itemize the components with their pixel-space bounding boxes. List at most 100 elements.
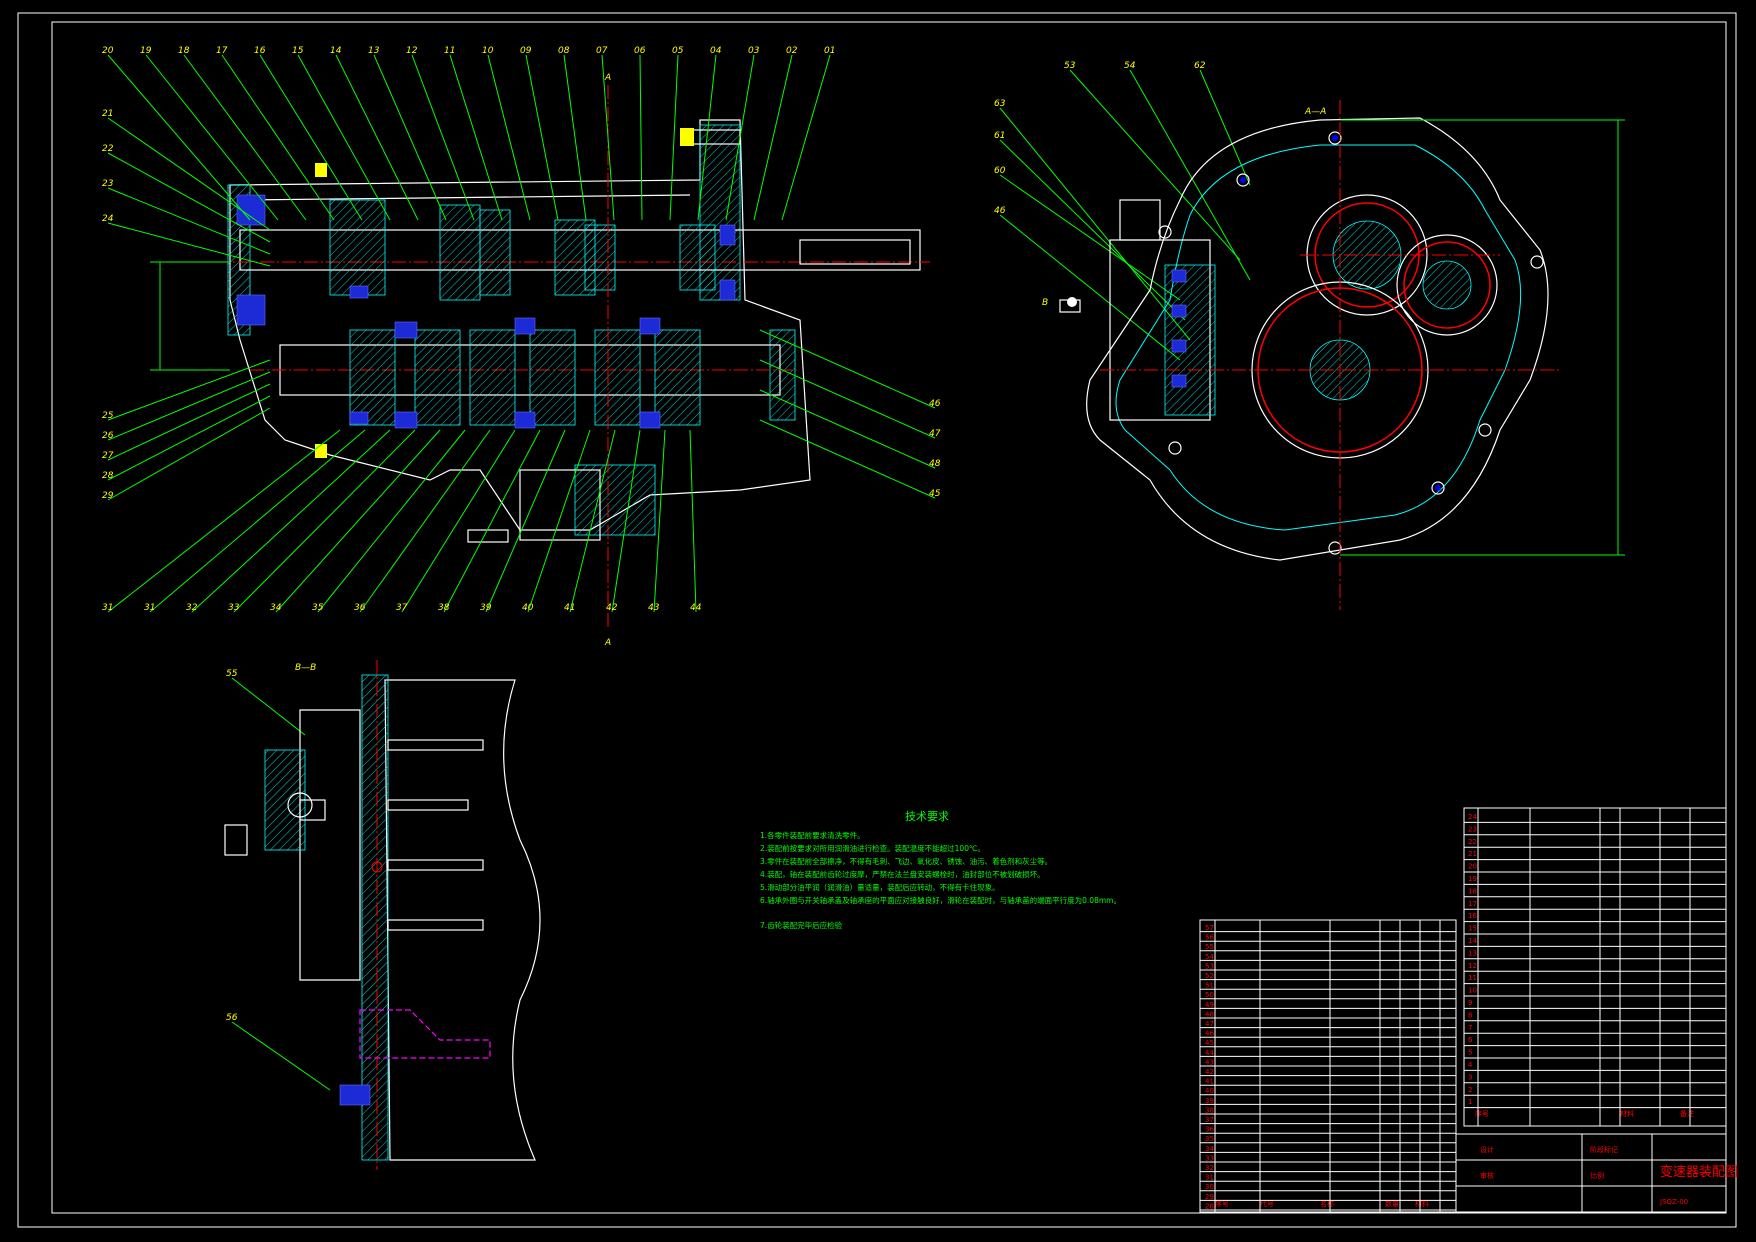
bom-right-row-1: 1 xyxy=(1468,1098,1472,1106)
bom-left-row-50: 50 xyxy=(1205,991,1214,999)
bom-right-table xyxy=(1463,807,1727,1127)
lever-knob xyxy=(1067,297,1077,307)
fork-4 xyxy=(387,799,469,811)
callout-right-1: 47 xyxy=(929,429,941,439)
callout-top-9: 11 xyxy=(444,46,455,56)
callout-left-3: 24 xyxy=(102,214,114,224)
fork-1 xyxy=(387,739,484,751)
callout-left-0-leader xyxy=(107,117,271,231)
bom-right-header-remark: 备注 xyxy=(1680,1109,1694,1118)
callout-left-6-leader xyxy=(107,383,271,461)
drain-plug xyxy=(315,163,327,177)
callout-top-18-leader xyxy=(753,54,793,221)
section-bb-view: B—B xyxy=(224,660,541,1170)
callout-right-2: 48 xyxy=(929,459,941,469)
gear-upper-right xyxy=(1396,234,1498,336)
bom-right-row-3: 3 xyxy=(1468,1073,1472,1081)
callout-side-0: 53 xyxy=(1064,61,1076,71)
bom-header-seq: 序号 xyxy=(1215,1199,1229,1208)
callout-bottom-12-leader xyxy=(611,429,641,613)
callout-top-18: 02 xyxy=(786,46,798,56)
callout-bottom-11: 41 xyxy=(564,603,575,613)
b-mark: B xyxy=(1042,298,1048,308)
callout-top-14-leader xyxy=(639,54,643,221)
title-block-label-stage: 阶段标记 xyxy=(1590,1145,1618,1154)
bom-left-row-31: 31 xyxy=(1205,1174,1214,1182)
bom-left-row-37: 37 xyxy=(1205,1116,1214,1124)
tech-req-title: 技术要求 xyxy=(905,810,949,823)
drawing-code: JSQZ-00 xyxy=(1659,1198,1688,1206)
callout-top-3-leader xyxy=(221,54,335,221)
bom-right-row-12: 12 xyxy=(1468,962,1477,970)
callout-bottom-12: 42 xyxy=(606,603,618,613)
callout-left-6: 27 xyxy=(102,451,114,461)
shaft-upper-right xyxy=(1422,260,1472,310)
bom-right-row-14: 14 xyxy=(1468,937,1477,945)
bom-right-row-11: 11 xyxy=(1468,974,1477,982)
bom-left-row-54: 54 xyxy=(1205,953,1214,961)
fork-3 xyxy=(387,919,484,931)
output-shaft xyxy=(799,239,911,265)
callout-top-12: 08 xyxy=(558,46,570,56)
bom-tables: 变速器装配图 JSQZ-00 设计 审核 阶段标记 比例 序号 代号 名称 数量… xyxy=(1199,807,1738,1213)
callout-bottom-10-leader xyxy=(527,429,591,613)
callout-left-2: 23 xyxy=(102,179,114,189)
bom-right-row-8: 8 xyxy=(1468,1011,1472,1019)
section-a-top: A xyxy=(604,73,611,83)
callout-right-1-leader xyxy=(759,359,936,439)
bom-left-row-39: 39 xyxy=(1205,1097,1214,1105)
bom-right-row-24: 24 xyxy=(1468,813,1477,821)
tech-req-2: 2.装配前按要求对所用润滑油进行检查。装配温度不能超过100℃。 xyxy=(760,843,985,853)
tech-req-5: 5.滑动部分油平润（润滑油）量适量，装配后应转动，不得有卡住现象。 xyxy=(760,882,1000,892)
bom-left-row-35: 35 xyxy=(1205,1135,1214,1143)
shift-fork-top xyxy=(1119,199,1161,241)
bom-left-row-53: 53 xyxy=(1205,962,1214,970)
callout-left-8: 29 xyxy=(102,491,114,501)
callout-left-4: 25 xyxy=(102,411,114,421)
bom-left-row-52: 52 xyxy=(1205,972,1214,980)
section-bb-label: B—B xyxy=(295,663,316,673)
callout-bottom-7-leader xyxy=(401,429,516,613)
bom-left-row-41: 41 xyxy=(1205,1078,1214,1086)
bom-right-row-9: 9 xyxy=(1468,999,1472,1007)
callout-bb-0: 55 xyxy=(226,669,238,679)
callout-side-2: 60 xyxy=(994,166,1006,176)
bom-right-row-16: 16 xyxy=(1468,912,1477,920)
bb-cover xyxy=(299,709,361,981)
callout-bottom-1-leader xyxy=(149,429,366,613)
callout-bottom-14-leader xyxy=(689,429,697,613)
tech-req-4: 4.装配，轴在装配前齿轮过度摩，严禁在法兰盘安装螺栓时，油封部位不被划破损坏。 xyxy=(760,869,1045,879)
bom-left-row-38: 38 xyxy=(1205,1106,1214,1114)
callout-left-4-leader xyxy=(107,359,271,421)
top-bolt-head xyxy=(680,128,694,146)
main-shaft-gears xyxy=(329,199,716,301)
callout-bb-0-leader xyxy=(231,677,306,736)
callout-top-11: 09 xyxy=(520,46,532,56)
bom-right-row-7: 7 xyxy=(1468,1024,1472,1032)
bom-right-row-15: 15 xyxy=(1468,925,1477,933)
callout-bottom-8-leader xyxy=(443,429,541,613)
callout-left-0: 21 xyxy=(102,109,113,119)
callout-bottom-11-leader xyxy=(569,429,616,613)
callout-top-6-leader xyxy=(335,54,419,221)
bb-lever xyxy=(224,824,248,856)
section-aa-label: A—A xyxy=(1304,107,1326,117)
callout-top-17: 03 xyxy=(748,46,760,56)
bom-right-row-19: 19 xyxy=(1468,875,1477,883)
callout-top-19-leader xyxy=(781,54,831,221)
callout-bottom-0: 31 xyxy=(102,603,113,613)
callout-bottom-3-leader xyxy=(233,429,416,613)
shift-bolt xyxy=(467,529,509,543)
tech-requirements: 技术要求 1.各零件装配前要求清洗零件。 2.装配前按要求对所用润滑油进行检查。… xyxy=(760,810,1121,930)
callout-left-5: 26 xyxy=(102,431,114,441)
bom-left-row-46: 46 xyxy=(1205,1030,1214,1038)
housing-outline xyxy=(229,119,811,531)
bom-right-row-2: 2 xyxy=(1468,1086,1472,1094)
bom-header-qty: 数量 xyxy=(1385,1199,1399,1208)
callout-side-4-leader xyxy=(999,139,1186,321)
bom-left-row-32: 32 xyxy=(1205,1164,1214,1172)
callout-top-8-leader xyxy=(411,54,475,221)
callout-top-0-leader xyxy=(107,54,251,221)
callout-top-4: 16 xyxy=(254,46,266,56)
